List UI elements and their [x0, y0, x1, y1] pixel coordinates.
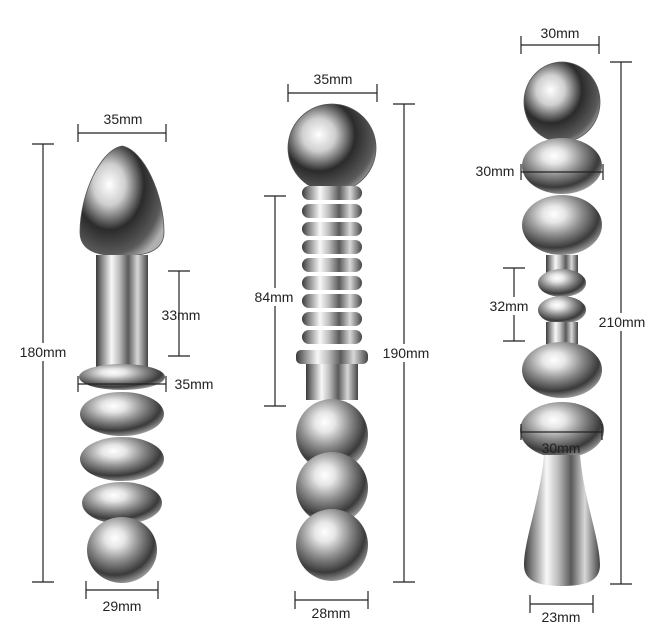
product-3-image	[520, 61, 604, 586]
p3-wide-bead-width-label: 30mm	[542, 440, 581, 456]
product-2-rings	[302, 186, 362, 344]
product-1-image	[79, 145, 165, 583]
p2-top-width-label: 35mm	[314, 71, 353, 87]
p3-bead-width-label: 30mm	[476, 163, 515, 179]
p1-bottom-width-label: 29mm	[103, 598, 142, 614]
p3-top-width-label: 30mm	[541, 25, 580, 41]
p2-total-length-label: 190mm	[383, 345, 430, 361]
p2-ribbed-length-label: 84mm	[255, 289, 294, 305]
p3-bottom-width-label: 23mm	[542, 609, 581, 625]
product-2-image	[287, 103, 377, 581]
p1-total-length-label: 180mm	[20, 344, 67, 360]
p2-bottom-width-label: 28mm	[312, 605, 351, 621]
p3-total-length-label: 210mm	[599, 314, 646, 330]
dimension-labels: 35mm 180mm 33mm 35mm 29mm 35mm 84mm 190m…	[20, 25, 646, 625]
p1-top-width-label: 35mm	[104, 111, 143, 127]
p1-collar-width-label: 35mm	[175, 376, 214, 392]
p3-neck-length-label: 32mm	[490, 298, 529, 314]
p1-neck-length-label: 33mm	[162, 307, 201, 323]
